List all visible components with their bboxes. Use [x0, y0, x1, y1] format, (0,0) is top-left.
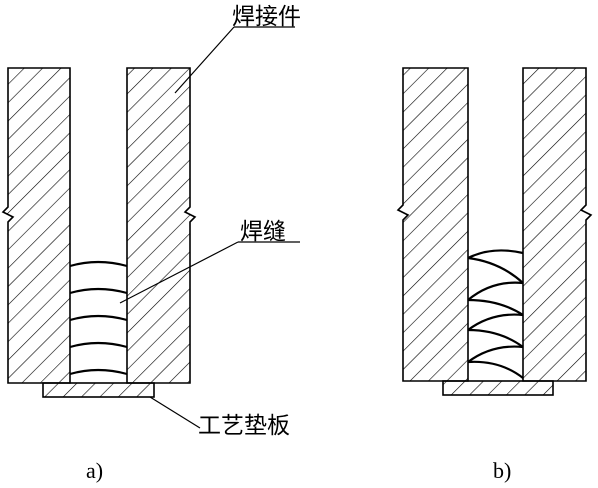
diagram-a: [1, 26, 300, 429]
backing-plate-a: [42, 382, 155, 398]
subfigure-label-b: b): [493, 458, 512, 483]
right-plate-a: [126, 67, 197, 384]
label-weld: 焊缝: [240, 219, 286, 245]
weld-beads-b: [467, 249, 524, 379]
label-workpiece: 焊接件: [232, 4, 301, 30]
leader-workpiece: [174, 26, 235, 94]
leader-weld: [119, 241, 239, 304]
diagram-b: [396, 67, 593, 396]
right-plate-b: [522, 67, 593, 382]
subfigure-label-a: a): [86, 458, 104, 483]
backing-plate-b: [442, 380, 554, 396]
label-backing-plate: 工艺垫板: [198, 413, 290, 439]
leader-backing-plate: [149, 396, 201, 429]
left-plate-b: [396, 67, 469, 382]
left-plate-a: [1, 67, 71, 384]
weld-layers-a: [69, 260, 128, 376]
